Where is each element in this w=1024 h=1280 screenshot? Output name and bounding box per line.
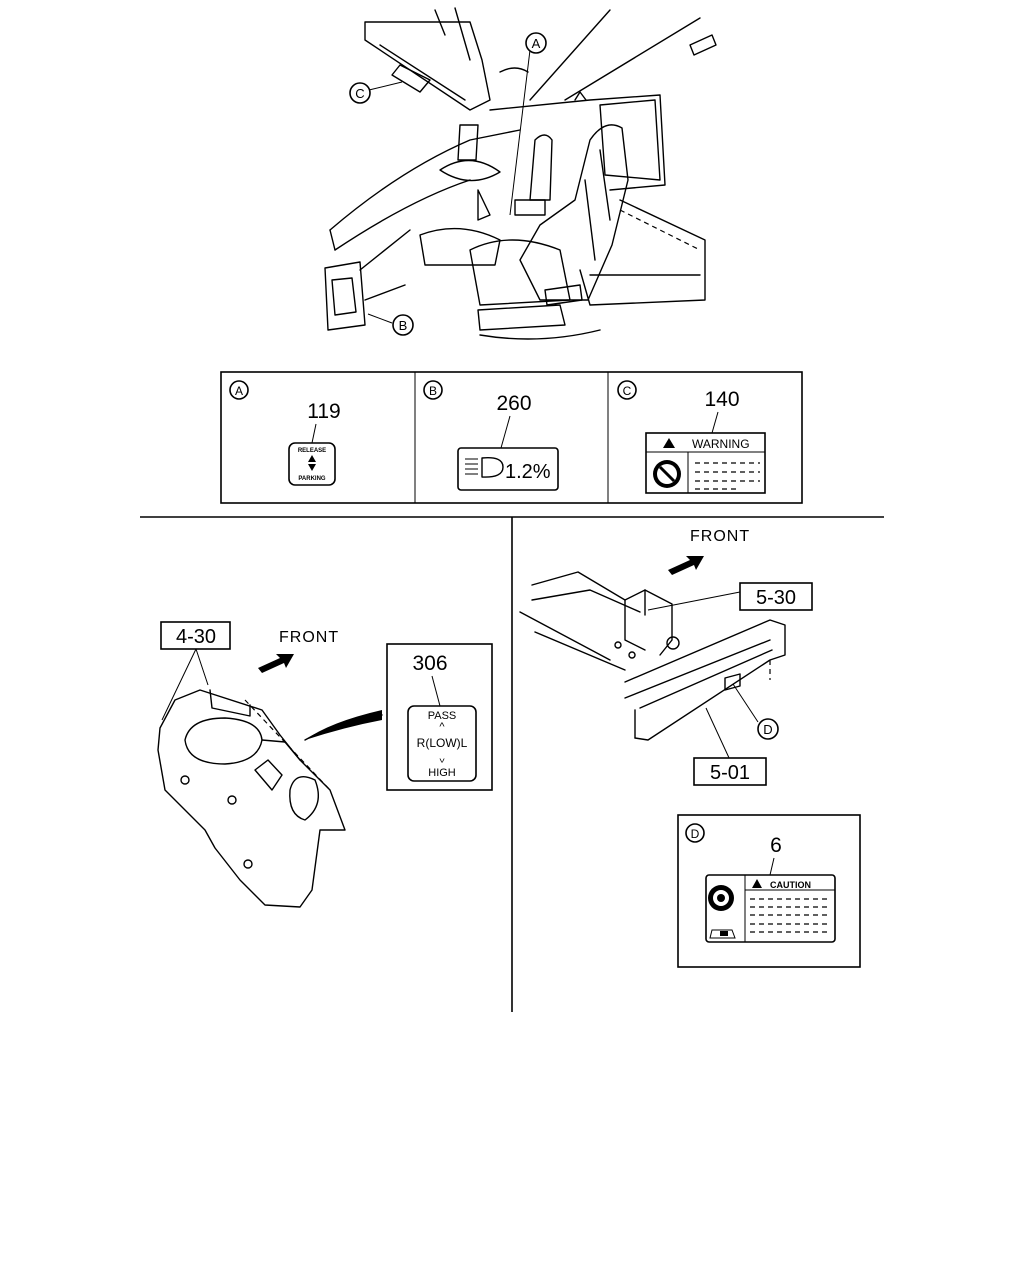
reference-5-30: 5-30 <box>647 582 813 611</box>
callout-a-illustration: A <box>525 32 547 54</box>
label-cell-d: D 6 CAUTION <box>677 814 861 968</box>
label-cell-b: B 260 1.2% <box>423 380 559 491</box>
svg-text:C: C <box>623 384 632 398</box>
svg-text:D: D <box>763 722 772 737</box>
callout-b-illustration: B <box>392 314 414 336</box>
svg-text:^: ^ <box>439 752 445 764</box>
svg-text:R(LOW)L: R(LOW)L <box>417 736 468 750</box>
part-number-140: 140 <box>704 388 739 411</box>
front-arrow-icon <box>258 654 294 673</box>
reference-5-01: 5-01 <box>693 707 767 786</box>
svg-text:PASS: PASS <box>428 710 457 722</box>
svg-text:WARNING: WARNING <box>692 437 750 451</box>
caution-decal <box>705 874 836 943</box>
warning-triangle-icon <box>752 879 762 888</box>
svg-text:D: D <box>691 827 700 841</box>
steering-column-switch-illustration <box>157 689 383 908</box>
switch-label-306: 306 PASS ^ R(LOW)L ^ HIGH <box>386 643 493 791</box>
svg-text:HIGH: HIGH <box>428 767 456 779</box>
headlamp-icon <box>465 457 504 478</box>
cab-interior-illustration <box>324 7 717 340</box>
tank-cap-icon <box>708 885 736 939</box>
callout-c-illustration: C <box>349 82 371 104</box>
warning-triangle-icon <box>663 438 675 448</box>
svg-text:306: 306 <box>412 652 447 675</box>
svg-text:A: A <box>235 384 243 398</box>
svg-text:5-01: 5-01 <box>710 762 750 784</box>
svg-text:A: A <box>532 36 541 51</box>
label-cell-a: A 119 RELEASE PARKING <box>229 380 341 486</box>
front-direction-right: FRONT <box>668 528 750 575</box>
svg-text:CAUTION: CAUTION <box>770 880 811 890</box>
prohibited-icon <box>653 460 681 488</box>
svg-text:5-30: 5-30 <box>756 587 796 609</box>
svg-text:RELEASE: RELEASE <box>298 448 326 454</box>
svg-text:4-30: 4-30 <box>176 626 216 648</box>
svg-text:PARKING: PARKING <box>298 476 326 482</box>
reference-4-30: 4-30 <box>160 621 231 721</box>
svg-text:B: B <box>429 384 437 398</box>
part-number-119: 119 <box>307 400 340 423</box>
svg-text:^: ^ <box>439 721 445 733</box>
frame-illustration <box>519 571 786 741</box>
part-number-260: 260 <box>496 392 531 415</box>
dimmer-switch-decal <box>407 705 477 782</box>
front-arrow-icon <box>668 556 704 575</box>
label-cell-c: C 140 WARNING <box>617 380 766 494</box>
svg-text:C: C <box>355 86 364 101</box>
part-number-6: 6 <box>770 834 782 857</box>
front-direction-left: FRONT <box>258 629 339 673</box>
svg-text:1.2%: 1.2% <box>505 461 551 483</box>
svg-text:B: B <box>399 318 408 333</box>
svg-text:FRONT: FRONT <box>690 528 750 545</box>
arrow-up-down-icon <box>308 455 316 471</box>
callout-d-illustration: D <box>732 683 779 740</box>
svg-text:FRONT: FRONT <box>279 629 339 646</box>
